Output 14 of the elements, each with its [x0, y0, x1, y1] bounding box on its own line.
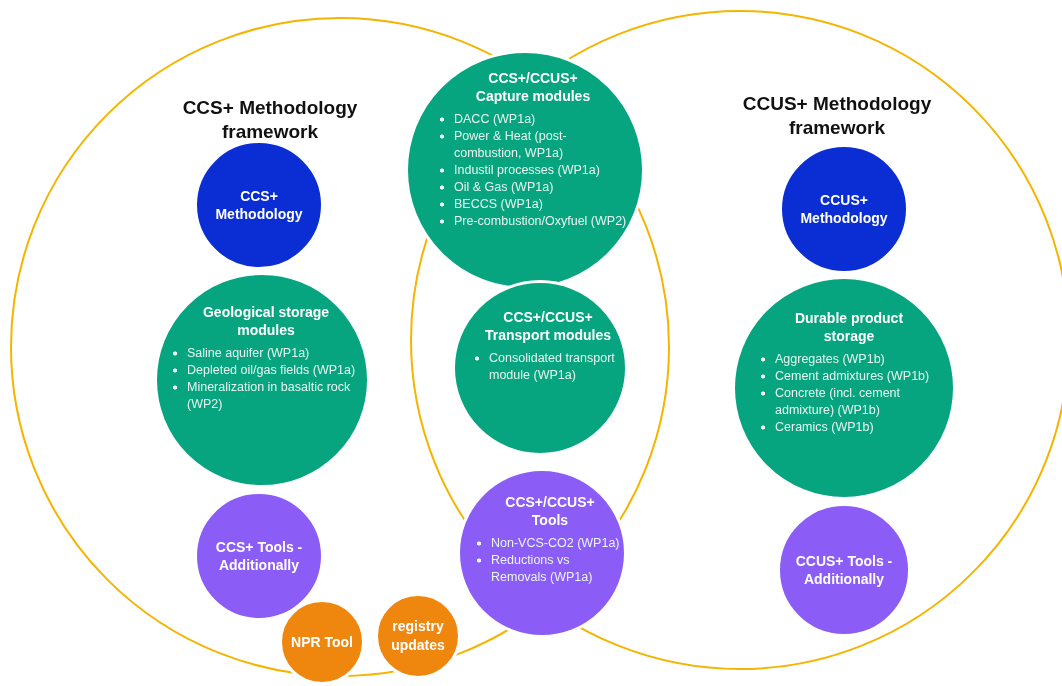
circle-title: CCUS+ Methodology — [799, 191, 889, 227]
circle-title: CCS+/CCUS+ Tools — [504, 493, 596, 529]
circle-title: Durable product storage — [793, 309, 905, 345]
circle-title: registry updates — [390, 617, 446, 655]
circle-title: CCS+/CCUS+ Capture modules — [474, 69, 592, 105]
circle-title: Geological storage modules — [201, 303, 330, 339]
bullet-item: Pre-combustion/Oxyfuel (WP2) — [438, 213, 628, 230]
circle-title: CCS+ Methodology — [214, 187, 304, 223]
circle-title: CCUS+ Tools - Additionally — [794, 552, 894, 588]
circle-title: CCS+ Tools -Additionally — [214, 538, 304, 574]
circle-title: CCUS+ Methodology framework — [741, 92, 933, 140]
circle-title: CCS+/CCUS+ Transport modules — [484, 308, 612, 344]
circle-title: NPR Tool — [290, 632, 354, 652]
circle-title: CCS+ Methodology framework — [181, 96, 359, 144]
